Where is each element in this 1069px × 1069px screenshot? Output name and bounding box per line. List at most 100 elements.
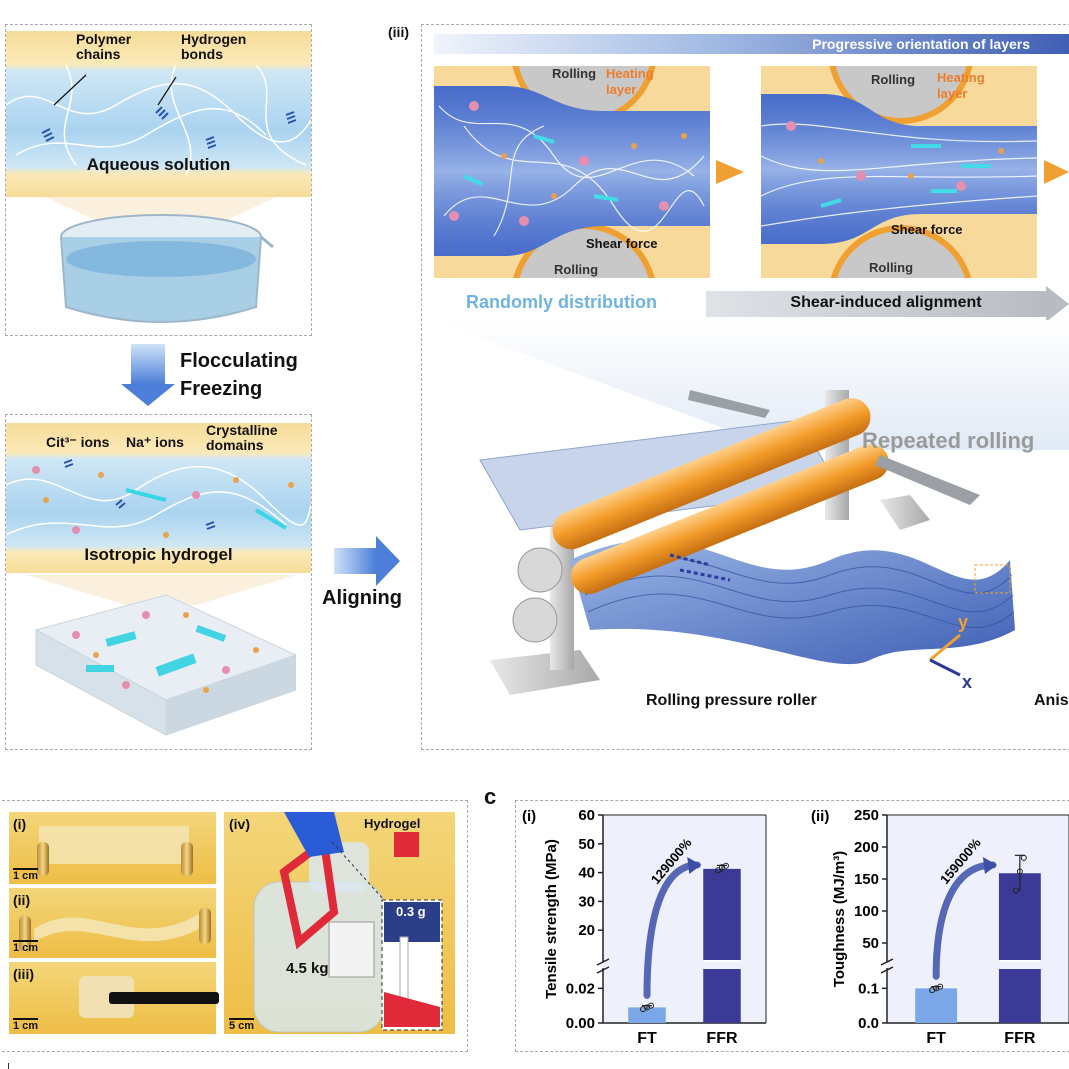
chart-tag: (ii) bbox=[811, 808, 829, 825]
tag-i: (i) bbox=[13, 816, 27, 832]
y-axis-label: Tensile strength (MPa) bbox=[543, 839, 560, 999]
polymer-chains-illustration bbox=[6, 65, 311, 175]
bar-ft bbox=[915, 988, 958, 1023]
strip-i bbox=[39, 826, 189, 864]
data-point bbox=[1020, 854, 1027, 861]
y-tick-label: 50 bbox=[862, 935, 879, 952]
heating-layer-label: Heating layer bbox=[606, 66, 654, 97]
aligning-label: Aligning bbox=[322, 587, 402, 609]
flocculating-label: Flocculating bbox=[180, 350, 298, 372]
data-point bbox=[1016, 868, 1023, 875]
step-arrow-2 bbox=[1044, 160, 1069, 184]
rolling-machine-illustration bbox=[479, 390, 1015, 695]
y-tick-label: 40 bbox=[578, 865, 595, 882]
tag-iii: (iii) bbox=[13, 966, 34, 982]
flocculating-arrow-head bbox=[121, 384, 175, 406]
na-ions-label: Na⁺ ions bbox=[126, 434, 184, 450]
cit-ions-label: Cit³⁻ ions bbox=[46, 434, 110, 450]
clip-left-i bbox=[37, 842, 49, 876]
step-arrow-1 bbox=[716, 160, 744, 184]
x-tick-label: FT bbox=[637, 1030, 657, 1047]
data-point bbox=[937, 983, 944, 990]
weight-label: 4.5 kg bbox=[286, 960, 329, 977]
photo-i: (i) 1 cm bbox=[9, 812, 216, 884]
shear-alignment-bar bbox=[706, 291, 1046, 317]
shear-alignment-bar-head bbox=[1046, 286, 1069, 322]
axis-x-label: x bbox=[962, 672, 973, 692]
panel-iii-tag: (iii) bbox=[388, 24, 409, 40]
x-tick-label: FFR bbox=[706, 1030, 738, 1047]
axis-y-label: y bbox=[958, 612, 969, 632]
rolling-label-top-2: Rolling bbox=[871, 72, 916, 87]
growth-arrow bbox=[643, 861, 701, 999]
flocculating-arrow bbox=[131, 344, 165, 384]
y-tick-label: 150 bbox=[854, 871, 879, 888]
polymer-chains-label: Polymer chains bbox=[76, 31, 132, 62]
x-tick-label: FFR bbox=[1004, 1030, 1036, 1047]
scale-iii: 1 cm bbox=[13, 1018, 39, 1032]
hydrogel-caption: Isotropic hydrogel bbox=[84, 545, 233, 564]
scale-ii: 1 cm bbox=[13, 940, 39, 954]
y-tick-label: 200 bbox=[854, 839, 879, 856]
data-point bbox=[718, 864, 725, 871]
y-tick-label: 250 bbox=[854, 807, 879, 824]
scale-i: 1 cm bbox=[13, 868, 39, 882]
axis-break-mark bbox=[880, 958, 894, 966]
aligning-arrow bbox=[334, 548, 376, 574]
repeated-rolling-label: Repeated rolling bbox=[862, 428, 1035, 453]
bar-ffr bbox=[703, 868, 741, 1023]
y-axis-label: Toughness (MJ/m³) bbox=[831, 851, 848, 987]
bar-break-gap bbox=[702, 961, 742, 969]
rolling-label-bottom-2: Rolling bbox=[869, 260, 914, 275]
solution-panel: Polymer chains Hydrogen bonds Aqueous so… bbox=[5, 24, 312, 336]
y-tick-label: 0.02 bbox=[566, 980, 595, 997]
flow-box-aligned: Rolling Heating layer Shear force Rollin… bbox=[761, 66, 1037, 278]
clip-right-ii bbox=[199, 908, 211, 944]
chart-tag: (i) bbox=[522, 808, 536, 825]
roller-caption: Rolling pressure roller bbox=[646, 692, 817, 709]
bar-break-gap bbox=[997, 961, 1042, 969]
y-tick-label: 20 bbox=[578, 922, 595, 939]
beaker-illustration bbox=[46, 197, 276, 323]
hydrogen-bonds-label: Hydrogen bonds bbox=[181, 31, 247, 62]
y-tick-label: 100 bbox=[854, 903, 879, 920]
solution-band bbox=[6, 31, 311, 197]
y-tick-label: 0.00 bbox=[566, 1015, 595, 1032]
clip-right-i bbox=[181, 842, 193, 876]
shear-alignment-label: Shear-induced alignment bbox=[790, 294, 982, 311]
rolling-panel bbox=[421, 24, 1069, 750]
growth-arrow-head bbox=[687, 857, 702, 874]
bar-ft bbox=[628, 1007, 666, 1023]
bar-ffr bbox=[998, 873, 1041, 1023]
data-point bbox=[1012, 887, 1019, 894]
axis-break-mark bbox=[596, 958, 610, 966]
orientation-banner bbox=[434, 34, 1069, 54]
mass-label: 0.3 g bbox=[396, 904, 426, 919]
tag-ii: (ii) bbox=[13, 892, 31, 908]
axis-break-mark bbox=[596, 966, 610, 974]
random-distribution-label: Randomly distribution bbox=[466, 292, 657, 312]
data-point bbox=[722, 862, 729, 869]
y-tick-label: 50 bbox=[578, 836, 595, 853]
rolling-label-bottom: Rolling bbox=[554, 262, 599, 277]
shear-force-label: Shear force bbox=[586, 236, 658, 251]
hydrogel-network-illustration bbox=[6, 459, 311, 538]
heating-layer-label-2: Heating layer bbox=[937, 70, 985, 101]
crystalline-domains-label: Crystalline domains bbox=[206, 422, 278, 453]
data-point bbox=[714, 867, 721, 874]
hydrogel-callout: Hydrogel bbox=[364, 816, 421, 831]
hydrogel-panel: Cit³⁻ ions Na⁺ ions Crystalline domains … bbox=[5, 414, 312, 750]
scale-iv: 5 cm bbox=[229, 1018, 255, 1032]
rolling-label-top: Rolling bbox=[552, 66, 597, 81]
bottle-illustration bbox=[253, 812, 443, 1033]
freezing-label: Freezing bbox=[180, 378, 263, 400]
panel-c-letter: c bbox=[484, 784, 497, 809]
cut-off-caption: Anis bbox=[1034, 692, 1069, 709]
hydrogel-block-illustration bbox=[26, 575, 296, 736]
tag-iv: (iv) bbox=[229, 816, 250, 832]
orientation-banner-text: Progressive orientation of layers bbox=[812, 36, 1030, 52]
y-tick-label: 60 bbox=[578, 807, 595, 824]
flow-box-random: Rolling Heating layer Shear force Rollin… bbox=[434, 66, 710, 278]
photo-iii: (iii) 1 cm bbox=[9, 962, 219, 1034]
